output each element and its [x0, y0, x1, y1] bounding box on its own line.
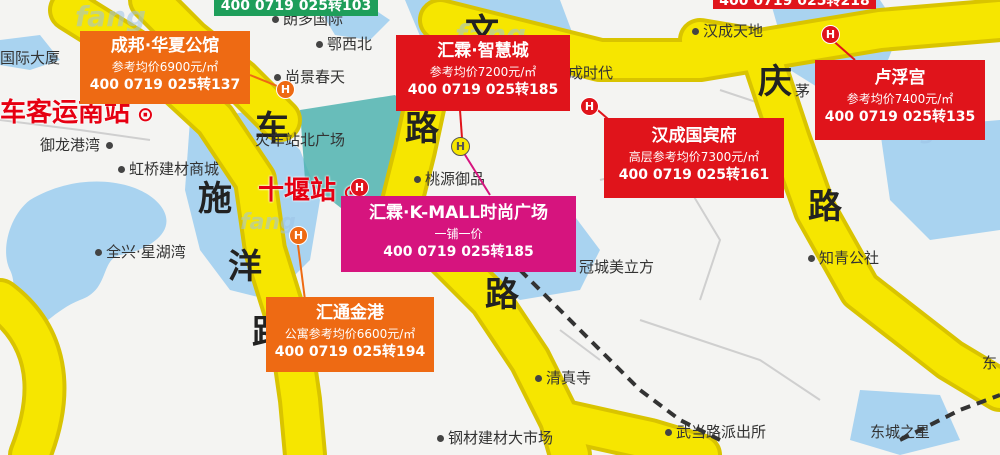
- property-card-top-green[interactable]: 400 0719 025转103: [214, 0, 378, 16]
- card-price: 一铺一价: [434, 226, 483, 241]
- card-phone: 400 0719 025转194: [274, 343, 426, 360]
- road-name-lu: 路: [808, 187, 842, 227]
- place-label: 尚景春天: [274, 70, 345, 85]
- card-price: 参考均价6900元/㎡: [111, 59, 219, 74]
- place-label: 成时代: [568, 64, 614, 82]
- place-label: 国际大厦: [0, 49, 61, 67]
- place-dot-icon: [118, 166, 125, 173]
- place-label: 茅: [795, 82, 811, 100]
- card-phone: 400 0719 025转137: [89, 76, 241, 93]
- building-marker-icon[interactable]: H: [580, 97, 599, 116]
- building-marker-icon[interactable]: H: [289, 226, 308, 245]
- road-name-qing: 庆: [758, 62, 792, 102]
- card-phone: 400 0719 025转185: [407, 81, 559, 98]
- road-name-lu: 路: [485, 275, 519, 315]
- watermark-logo: fang: [240, 210, 296, 235]
- place-dot-icon: [692, 28, 699, 35]
- card-phone: 400 0719 025转218: [719, 0, 870, 9]
- building-marker-icon[interactable]: H: [276, 80, 295, 99]
- card-phone: 400 0719 025转103: [220, 0, 372, 14]
- place-dot-icon: [414, 176, 421, 183]
- place-label: 知青公社: [808, 251, 879, 266]
- card-price: 高层参考均价7300元/㎡: [628, 149, 760, 164]
- place-dot-icon: [808, 255, 815, 262]
- place-label: 鄂西北: [316, 37, 372, 52]
- property-card-top-red[interactable]: 400 0719 025转218: [713, 0, 876, 9]
- card-phone: 400 0719 025转135: [824, 108, 976, 125]
- building-marker-icon[interactable]: H: [821, 25, 840, 44]
- property-card-huitong[interactable]: 汇通金港 公寓参考均价6600元/㎡ 400 0719 025转194: [266, 297, 434, 372]
- bus-station-label: 车客运南站 ⊙: [0, 98, 154, 128]
- card-title: 卢浮宫: [874, 68, 926, 88]
- place-label: 御龙港湾: [40, 138, 117, 153]
- place-dot-icon: [535, 375, 542, 382]
- place-label: 钢材建材大市场: [437, 431, 553, 446]
- place-label: 桃源御品: [414, 172, 485, 187]
- building-marker-icon[interactable]: H: [350, 178, 369, 197]
- card-title: 汉成国宾府: [651, 126, 737, 146]
- place-dot-icon: [316, 41, 323, 48]
- road-name-lu: 路: [405, 109, 439, 149]
- card-title: 汇通金港: [316, 303, 384, 323]
- place-dot-icon: [437, 435, 444, 442]
- place-dot-icon: [106, 142, 114, 149]
- card-title: 汇霖·智慧城: [437, 41, 529, 61]
- place-label: 火车站北广场: [255, 131, 346, 149]
- place-dot-icon: [274, 74, 281, 81]
- place-label: 东: [982, 354, 998, 372]
- place-dot-icon: [665, 429, 672, 436]
- card-title: 成邦·华夏公馆: [110, 36, 220, 56]
- road-name-che: 车: [255, 109, 289, 149]
- place-label: 全兴·星湖湾: [95, 245, 186, 260]
- property-card-kmall[interactable]: 汇霖·K-MALL时尚广场 一铺一价 400 0719 025转185: [341, 196, 576, 272]
- property-card-huilin-zhihui[interactable]: 汇霖·智慧城 参考均价7200元/㎡ 400 0719 025转185: [396, 35, 570, 111]
- place-dot-icon: [272, 16, 279, 23]
- place-label: 汉成天地: [692, 24, 763, 39]
- card-price: 参考均价7400元/㎡: [846, 91, 954, 106]
- railway-line: [518, 268, 1000, 442]
- road-name-shi: 施: [198, 179, 232, 219]
- building-marker-icon[interactable]: H: [451, 137, 470, 156]
- property-card-hancheng[interactable]: 汉成国宾府 高层参考均价7300元/㎡ 400 0719 025转161: [604, 118, 784, 198]
- card-price: 公寓参考均价6600元/㎡: [284, 326, 416, 341]
- place-label: 虹桥建材商城: [118, 162, 219, 177]
- property-card-lufugong[interactable]: 卢浮宫 参考均价7400元/㎡ 400 0719 025转135: [815, 60, 985, 140]
- watermark-logo: fang: [75, 0, 147, 33]
- property-card-chengbang[interactable]: 成邦·华夏公馆 参考均价6900元/㎡ 400 0719 025转137: [80, 31, 250, 104]
- card-phone: 400 0719 025转185: [383, 243, 534, 260]
- place-label: 清真寺: [535, 371, 591, 386]
- card-title: 汇霖·K-MALL时尚广场: [369, 203, 548, 223]
- card-price: 参考均价7200元/㎡: [429, 64, 537, 79]
- place-dot-icon: [95, 249, 102, 256]
- place-label: 武当路派出所: [665, 425, 766, 440]
- road-name-yang: 洋: [228, 247, 262, 287]
- card-phone: 400 0719 025转161: [618, 166, 770, 183]
- place-label: 东城之星: [870, 423, 931, 441]
